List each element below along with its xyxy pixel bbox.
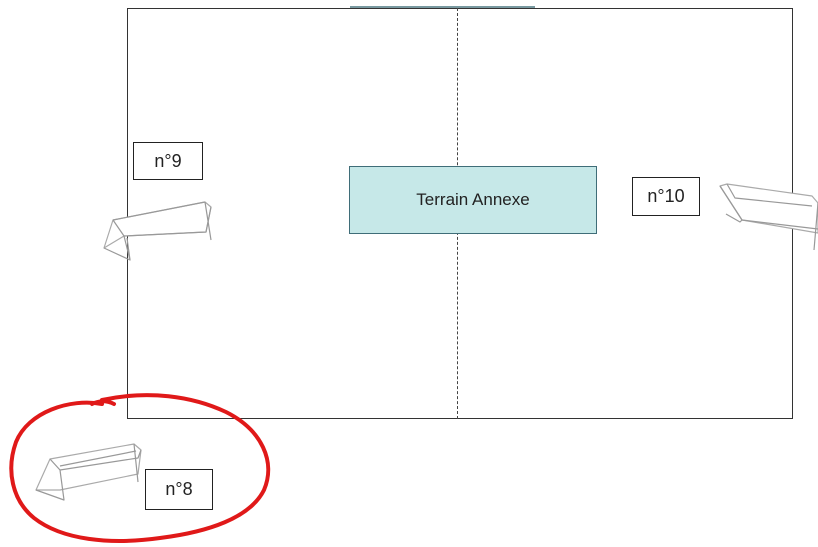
goal-icon-8 <box>35 443 142 501</box>
goal-label-10-text: n°10 <box>647 186 685 206</box>
highlight-circle-tail <box>90 399 116 406</box>
goal-label-8: n°8 <box>145 469 213 510</box>
field-name-box: Terrain Annexe <box>349 166 597 234</box>
goal-label-9: n°9 <box>133 142 203 180</box>
field-name-label: Terrain Annexe <box>416 190 530 209</box>
goal-label-9-text: n°9 <box>154 150 182 171</box>
top-accent-line <box>350 6 535 9</box>
goal-label-10: n°10 <box>632 177 700 216</box>
goal-label-8-text: n°8 <box>165 479 193 499</box>
